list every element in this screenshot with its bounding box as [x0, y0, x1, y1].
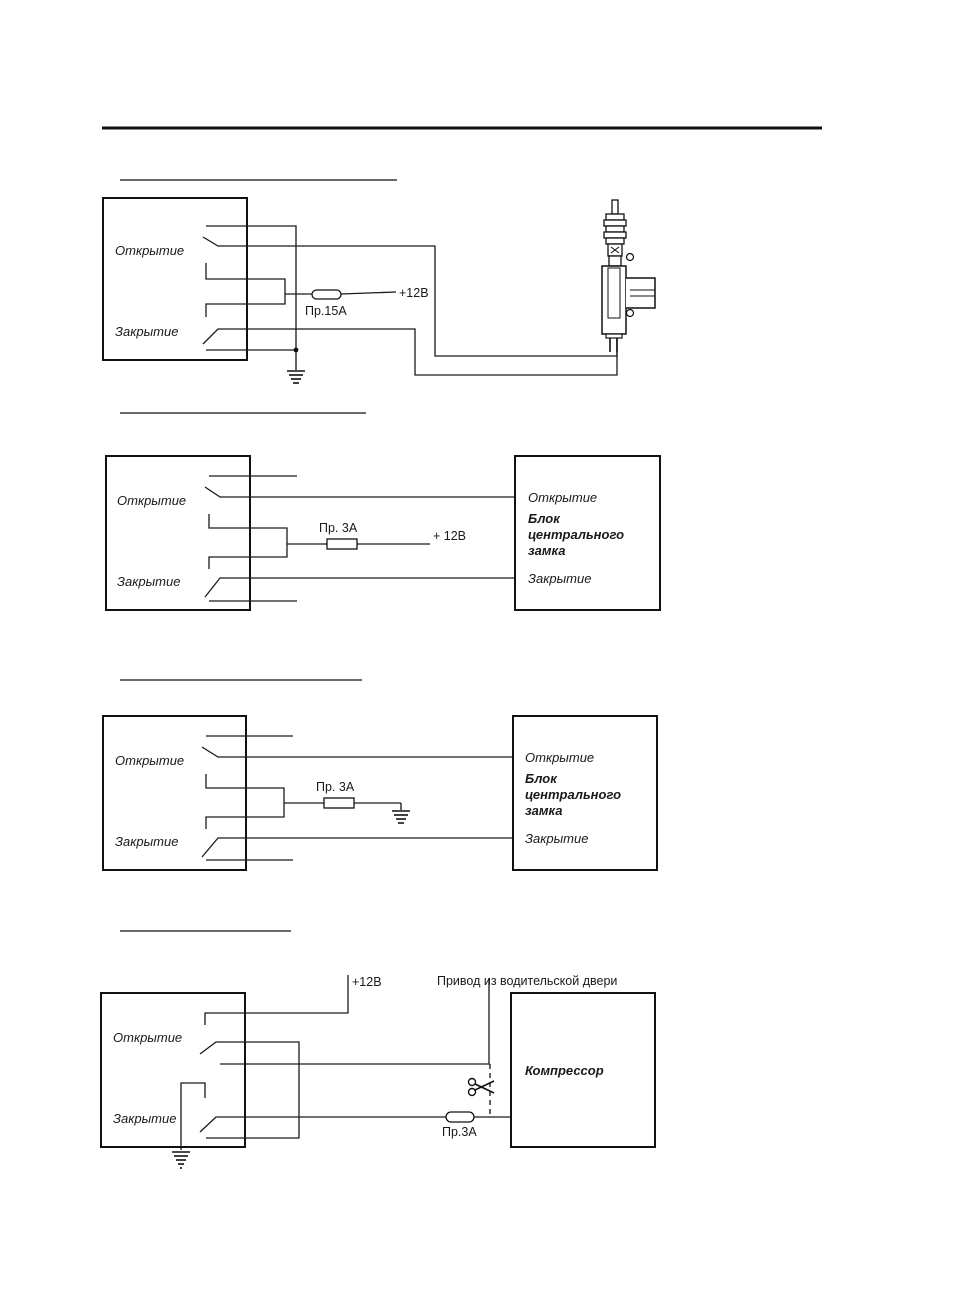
diagram-3-negative-control: Открытие Закрытие Пр. 3А Открытие Блок ц… [103, 680, 657, 870]
fuse-label-2: Пр. 3А [319, 521, 358, 535]
fuse-icon [312, 290, 341, 299]
central-lock-title-2b: центрального [528, 527, 624, 542]
fuse-label-3: Пр. 3А [316, 780, 355, 794]
close-label-3: Закрытие [115, 834, 178, 849]
central-close-label-2: Закрытие [528, 571, 591, 586]
central-lock-title-3a: Блок [525, 771, 558, 786]
central-open-label-2: Открытие [528, 490, 597, 505]
central-lock-title-2a: Блок [528, 511, 561, 526]
plus12v-label-1: +12В [399, 286, 429, 300]
ground-icon [287, 350, 305, 383]
fuse-label-1: Пр.15А [305, 304, 347, 318]
plus12v-label-2: + 12В [433, 529, 466, 543]
diagram-4-compressor: Открытие Закрытие +12В Привод из водител… [101, 931, 655, 1168]
central-lock-title-2c: замка [528, 543, 565, 558]
diagram-2-positive-control: Открытие Закрытие Пр. 3А + 12В Открытие … [106, 413, 660, 610]
central-lock-title-3b: центрального [525, 787, 621, 802]
close-label-2: Закрытие [117, 574, 180, 589]
open-label-1: Открытие [115, 243, 184, 258]
driver-door-label: Привод из водительской двери [437, 974, 617, 988]
open-label-2: Открытие [117, 493, 186, 508]
close-label-1: Закрытие [115, 324, 178, 339]
fuse-icon [327, 539, 357, 549]
ground-icon [172, 1152, 190, 1168]
compressor-label: Компрессор [525, 1063, 604, 1078]
close-label-4: Закрытие [113, 1111, 176, 1126]
plus12v-label-4: +12В [352, 975, 382, 989]
ground-icon [392, 803, 410, 823]
fuse-icon [324, 798, 354, 808]
central-lock-title-3c: замка [525, 803, 562, 818]
fuse-label-4: Пр.3А [442, 1125, 477, 1139]
central-close-label-3: Закрытие [525, 831, 588, 846]
central-open-label-3: Открытие [525, 750, 594, 765]
open-label-4: Открытие [113, 1030, 182, 1045]
door-actuator-icon [602, 200, 655, 352]
diagram-1-actuator: Открытие Закрытие +12В Пр.15А [103, 180, 655, 383]
open-label-3: Открытие [115, 753, 184, 768]
fuse-icon [446, 1112, 474, 1122]
